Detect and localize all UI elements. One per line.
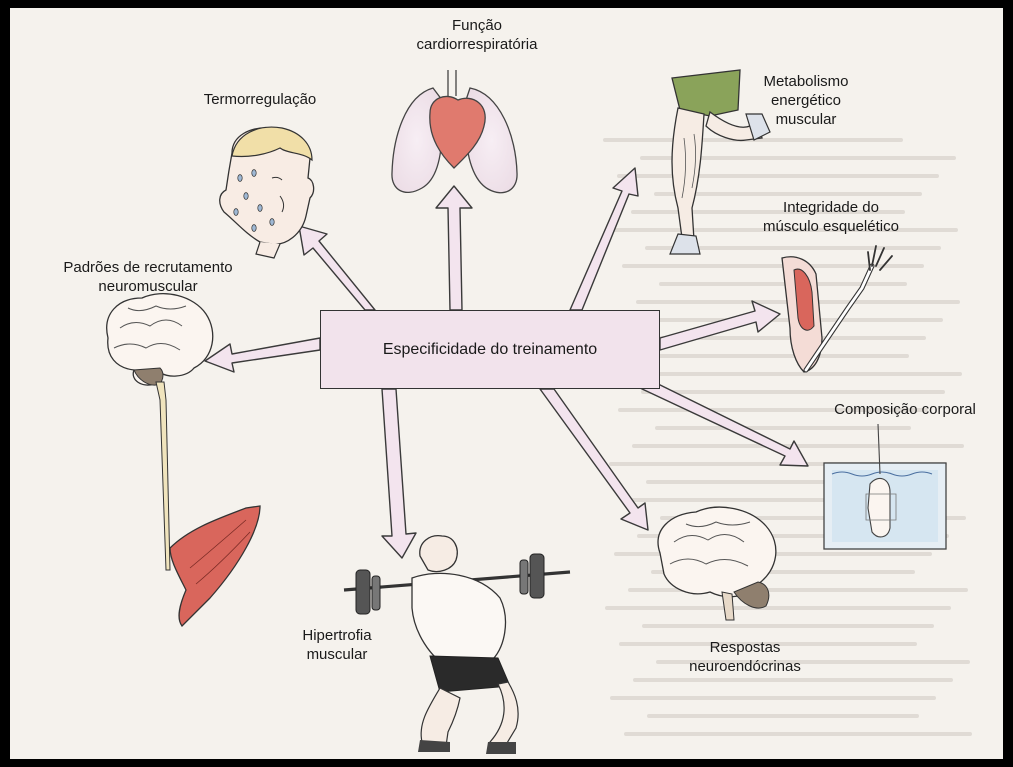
sweating-head-icon [220,127,314,258]
label-neuro: Respostas neuroendócrinas [670,638,820,676]
arrow-to-termo [299,226,375,310]
arrow-to-neuro [540,389,648,530]
label-metab: Metabolismo energético muscular [746,72,866,129]
label-termo-text: Termorregulação [204,91,317,108]
label-integ-text: Integridade do músculo esquelético [763,199,899,235]
arrow-to-cardio [436,186,472,310]
brain-spinal-muscle-icon [107,294,260,626]
arrow-to-hiper [382,389,416,558]
brain-neuroendocrine-icon [658,507,776,620]
arrow-to-integ [660,301,780,350]
label-recrut: Padrões de recrutamento neuromuscular [44,258,252,296]
label-hiper: Hipertrofia muscular [282,626,392,664]
arm-skeleton-muscle-icon [782,246,892,372]
lungs-heart-icon [392,70,517,193]
label-termo: Termorregulação [180,90,340,109]
label-comp-text: Composição corporal [834,401,976,418]
hydrostatic-tank-icon [824,424,946,549]
center-box-especificidade: Especificidade do treinamento [320,310,660,389]
label-recrut-text: Padrões de recrutamento neuromuscular [63,259,232,295]
label-cardio-text: Função cardiorrespiratória [417,17,538,53]
label-cardio: Função cardiorrespiratória [407,16,547,54]
arrow-to-metab [570,168,638,310]
arrow-to-recrut [205,338,320,372]
label-comp: Composição corporal [810,400,1000,419]
label-integ: Integridade do músculo esquelético [738,198,924,236]
diagram-frame: Especificidade do treinamento Função car… [10,8,1003,759]
center-box-label: Especificidade do treinamento [383,341,597,359]
arrow-to-comp [640,380,808,466]
label-neuro-text: Respostas neuroendócrinas [689,639,801,675]
label-hiper-text: Hipertrofia muscular [302,627,371,663]
label-metab-text: Metabolismo energético muscular [763,73,848,128]
